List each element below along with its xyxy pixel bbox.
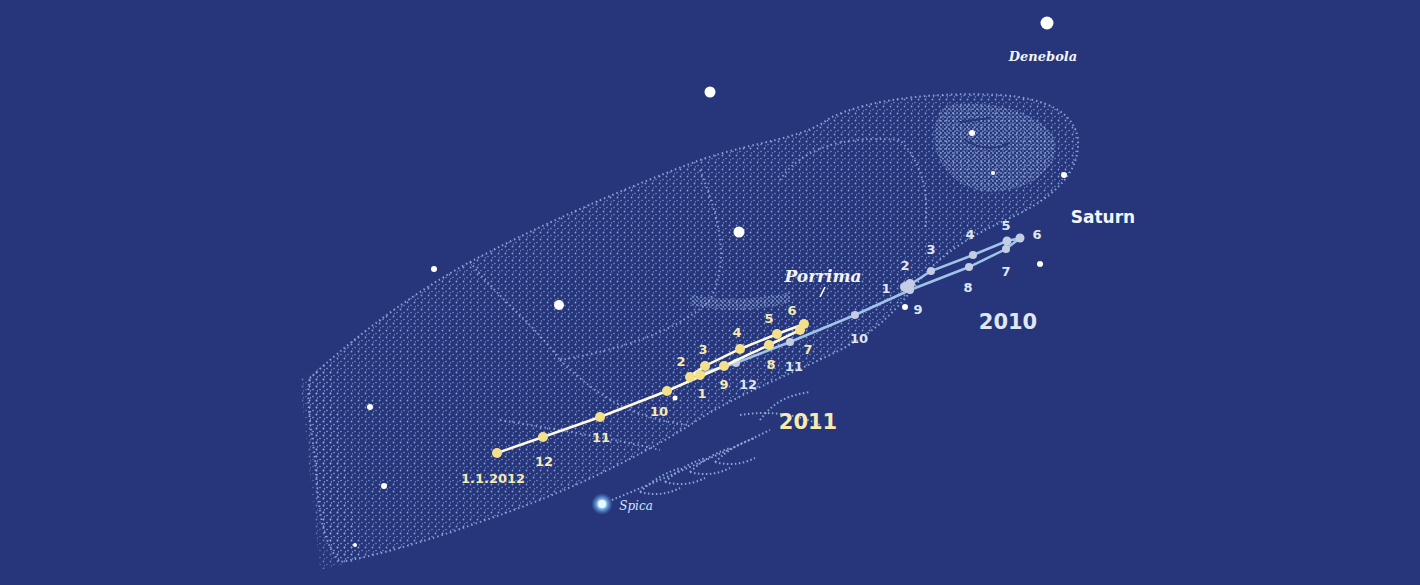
- spica-star: [591, 493, 613, 515]
- month-number: 11: [592, 431, 610, 444]
- month-number: 7: [803, 343, 812, 356]
- year-label: 2010: [979, 312, 1037, 333]
- spica-core: [598, 500, 606, 508]
- month-number: 11: [785, 360, 803, 373]
- wheat-sheaf: [612, 392, 820, 500]
- saturn-path-2011: [492, 319, 809, 458]
- star-name: Porrima: [784, 268, 861, 285]
- month-number: 8: [963, 281, 972, 294]
- month-number: 12: [535, 455, 553, 468]
- star-name: Spica: [619, 500, 653, 512]
- month-number: 4: [965, 228, 974, 241]
- month-number: 5: [1001, 219, 1010, 232]
- month-number: 6: [787, 304, 796, 317]
- month-number: 9: [719, 378, 728, 391]
- month-number: 10: [850, 332, 868, 345]
- star-name: Denebola: [1009, 50, 1077, 63]
- month-number: 3: [926, 243, 935, 256]
- date-label: 1.1.2012: [461, 472, 525, 485]
- month-number: 7: [1001, 265, 1010, 278]
- month-number: 9: [913, 303, 922, 316]
- planet-name: Saturn: [1071, 209, 1135, 226]
- month-number: 2: [676, 355, 685, 368]
- month-number: 6: [1032, 228, 1041, 241]
- stars: [353, 17, 1067, 548]
- month-number: 1: [881, 282, 890, 295]
- month-number: 3: [698, 343, 707, 356]
- month-number: 10: [650, 405, 668, 418]
- month-number: 2: [900, 259, 909, 272]
- month-number: 4: [732, 326, 741, 339]
- month-number: 8: [766, 358, 775, 371]
- month-number: 1: [697, 387, 706, 400]
- virgo-figure: [300, 94, 1078, 570]
- year-label: 2011: [779, 412, 837, 433]
- month-number: 12: [739, 378, 757, 391]
- leader-line: [820, 287, 825, 297]
- month-number: 5: [764, 312, 773, 325]
